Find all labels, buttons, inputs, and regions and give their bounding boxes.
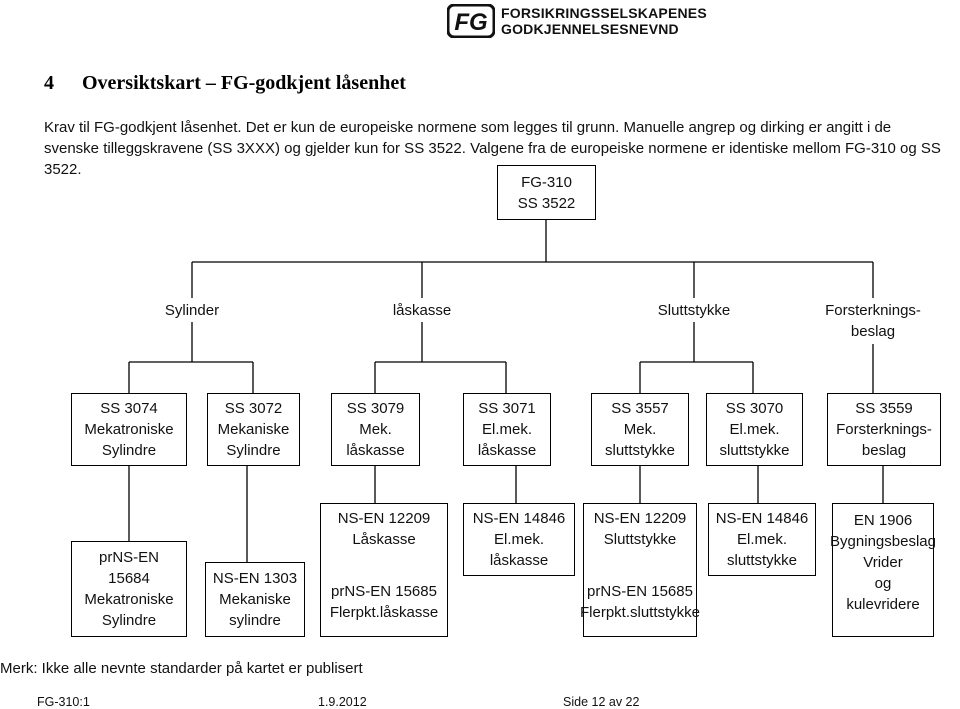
node-ss3557: SS 3557 Mek. sluttstykke <box>591 393 689 466</box>
node-nsen-14846-sluttstykke: NS-EN 14846 El.mek. sluttstykke <box>708 503 816 576</box>
node-ss3072: SS 3072 Mekaniske Sylindre <box>207 393 300 466</box>
category-sylinder: Sylinder <box>164 302 220 319</box>
note-text: Merk: Ikke alle nevnte standarder på kar… <box>0 660 363 677</box>
node-nsen-12209-sluttstykke: NS-EN 12209 Sluttstykke prNS-EN 15685 Fl… <box>580 503 700 637</box>
logo-name: FORSIKRINGSSELSKAPENES GODKJENNELSESNEVN… <box>501 5 707 37</box>
section-number: 4 <box>44 72 54 94</box>
node-ss3070: SS 3070 El.mek. sluttstykke <box>706 393 803 466</box>
fg-monogram-icon: FG <box>447 4 495 38</box>
root-line-1: FG-310 <box>521 173 572 191</box>
section-title: Oversiktskart – FG-godkjent låsenhet <box>82 72 406 94</box>
category-laaskasse: låskasse <box>392 302 452 319</box>
node-nsen-1303: NS-EN 1303 Mekaniske sylindre <box>205 562 305 637</box>
node-ss3071: SS 3071 El.mek. låskasse <box>463 393 551 466</box>
intro-paragraph: Krav til FG-godkjent låsenhet. Det er ku… <box>44 119 941 178</box>
footer-doc-id: FG-310:1 <box>37 695 90 709</box>
section-heading: 4 Oversiktskart – FG-godkjent låsenhet <box>44 72 406 95</box>
logo-name-line1: FORSIKRINGSSELSKAPENES <box>501 5 707 21</box>
fg-logo: FG FORSIKRINGSSELSKAPENES GODKJENNELSESN… <box>447 4 737 38</box>
root-node: FG-310 SS 3522 <box>497 165 596 220</box>
node-ss3074: SS 3074 Mekatroniske Sylindre <box>71 393 187 466</box>
node-ss3559: SS 3559 Forsterknings- beslag <box>827 393 941 466</box>
category-sluttstykke: Sluttstykke <box>657 302 731 319</box>
footer-date: 1.9.2012 <box>318 695 367 709</box>
node-nsen-14846-laaskasse: NS-EN 14846 El.mek. låskasse <box>463 503 575 576</box>
root-line-2: SS 3522 <box>517 194 576 212</box>
node-en-1906: EN 1906 Bygningsbeslag Vrider og kulevri… <box>830 503 936 637</box>
node-nsen-12209-laaskasse: NS-EN 12209 Låskasse prNS-EN 15685 Flerp… <box>320 503 448 637</box>
category-forsterkningsbeslag: Forsterknings- beslag <box>825 302 921 340</box>
svg-text:FG: FG <box>454 9 487 36</box>
node-prnsen-15684: prNS-EN 15684 Mekatroniske Sylindre <box>71 541 187 637</box>
node-ss3079: SS 3079 Mek. låskasse <box>331 393 420 466</box>
logo-name-line2: GODKJENNELSESNEVND <box>501 21 679 37</box>
footer-page: Side 12 av 22 <box>563 695 640 709</box>
